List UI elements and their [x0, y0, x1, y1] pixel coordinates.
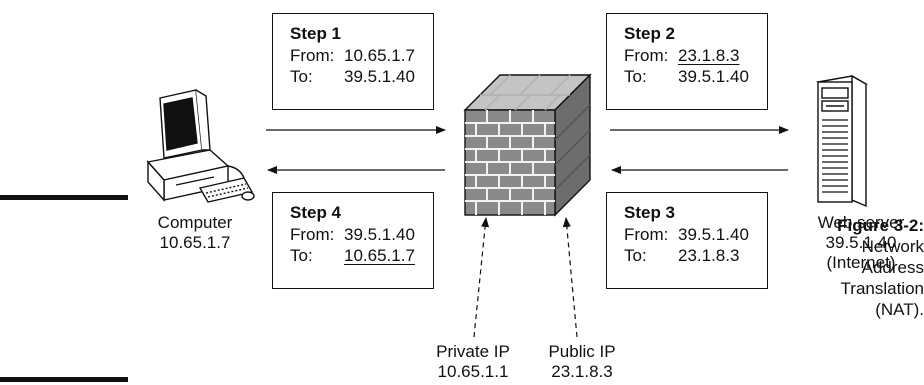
computer-name: Computer	[157, 213, 233, 232]
computer-ip: 10.65.1.7	[159, 233, 231, 252]
server-label: Web server 39.5.1.40 (Internet)	[800, 213, 922, 273]
dashed-arrow-public-ip	[562, 217, 578, 338]
caption-line: Address	[861, 258, 924, 277]
from-ip: 23.1.8.3	[678, 46, 740, 65]
private-ip-value: 10.65.1.1	[437, 362, 509, 381]
step-title: Step 3	[624, 203, 676, 222]
step-4-box: Step 4 From: 39.5.1.40 To: 10.65.1.7	[272, 192, 434, 289]
to-ip: 39.5.1.40	[344, 67, 415, 86]
caption-line: Translation	[840, 279, 924, 298]
to-ip: 39.5.1.40	[678, 67, 749, 86]
caption-bottom-bar	[0, 377, 128, 382]
web-server-icon	[815, 74, 869, 208]
private-ip-label: Private IP 10.65.1.1	[418, 342, 528, 382]
to-label: To:	[624, 246, 647, 265]
from-ip: 10.65.1.7	[344, 46, 415, 65]
from-ip: 39.5.1.40	[678, 225, 749, 244]
public-ip-value: 23.1.8.3	[551, 362, 613, 381]
caption-top-bar	[0, 195, 128, 200]
step-3-box: Step 3 From: 39.5.1.40 To: 23.1.8.3	[606, 192, 768, 289]
figure-label: Figure 3-2:	[837, 216, 924, 235]
public-ip-title: Public IP	[548, 342, 616, 361]
computer-label: Computer 10.65.1.7	[140, 213, 250, 253]
server-ip: 39.5.1.40	[825, 233, 897, 252]
step-2-box: Step 2 From: 23.1.8.3 To: 39.5.1.40	[606, 13, 768, 110]
figure-caption: Figure 3-2: Network Address Translation …	[799, 215, 924, 320]
from-label: From:	[624, 46, 669, 65]
server-name: Web server	[817, 213, 905, 232]
step-1-box: Step 1 From: 10.65.1.7 To: 39.5.1.40	[272, 13, 434, 110]
step-title: Step 4	[290, 203, 342, 222]
server-note: (Internet)	[826, 253, 896, 272]
to-ip: 23.1.8.3	[678, 246, 740, 265]
computer-icon	[146, 89, 255, 203]
from-ip: 39.5.1.40	[344, 225, 415, 244]
from-label: From:	[624, 225, 669, 244]
to-label: To:	[290, 67, 313, 86]
step-title: Step 2	[624, 24, 676, 43]
from-label: From:	[290, 46, 335, 65]
step-title: Step 1	[290, 24, 342, 43]
dashed-arrow-private-ip	[473, 217, 490, 338]
from-label: From:	[290, 225, 335, 244]
private-ip-title: Private IP	[436, 342, 510, 361]
firewall-icon	[463, 73, 592, 217]
public-ip-label: Public IP 23.1.8.3	[532, 342, 632, 382]
to-ip: 10.65.1.7	[344, 246, 415, 265]
to-label: To:	[290, 246, 313, 265]
to-label: To:	[624, 67, 647, 86]
caption-line: (NAT).	[875, 300, 924, 319]
caption-line: Network	[861, 237, 924, 256]
